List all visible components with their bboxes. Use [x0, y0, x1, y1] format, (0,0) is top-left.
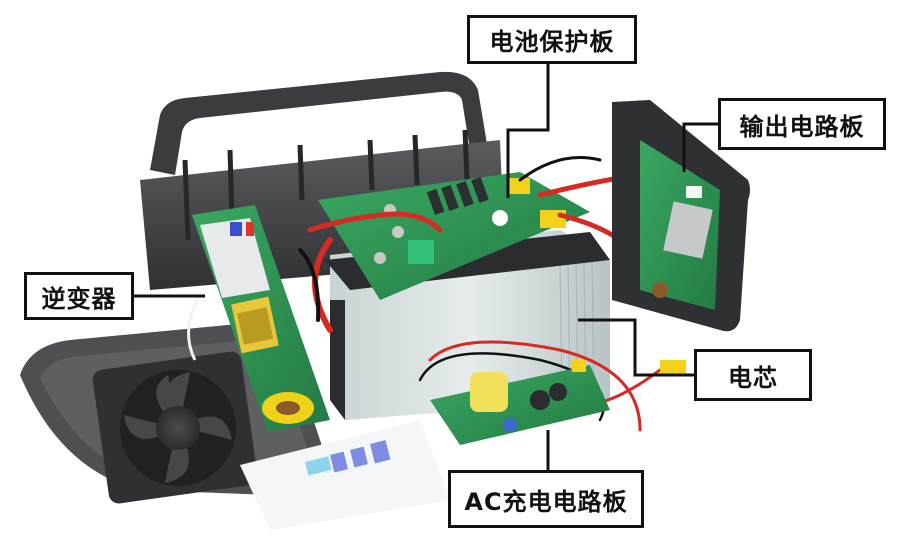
leader-lines: [134, 64, 718, 470]
ac-charging-board: [430, 360, 610, 445]
label-battery-protection-board: 电池保护板: [467, 15, 637, 64]
cooling-fan: [92, 351, 258, 504]
label-battery-cells: 电芯: [694, 349, 812, 401]
output-panel: [612, 100, 750, 332]
xt60-connector: [660, 360, 686, 374]
label-ac-charging-board: AC充电电路板: [448, 470, 644, 528]
brand-card: [240, 420, 450, 530]
label-inverter: 逆变器: [24, 272, 134, 320]
inverter-board: [187, 205, 330, 432]
label-output-circuit-board: 输出电路板: [718, 98, 886, 150]
battery-protection-board: [318, 172, 590, 300]
